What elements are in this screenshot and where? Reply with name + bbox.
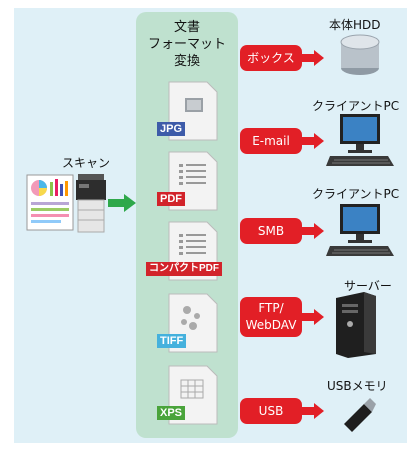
pdf-document: PDF <box>157 150 223 212</box>
title-line: 文書 <box>173 20 200 35</box>
arrow-to-client-pc-1 <box>302 133 324 149</box>
scan-label: スキャン <box>62 156 111 170</box>
compact-pdf-document: コンパクトPDF <box>146 220 223 282</box>
usb-memory-label: USBメモリ <box>327 379 388 393</box>
smb-button: SMB <box>240 218 302 244</box>
format-badge-tiff: TIFF <box>157 334 187 348</box>
box-button: ボックス <box>240 45 302 71</box>
arrow-to-hdd <box>302 50 324 66</box>
arrow-to-client-pc-2 <box>302 223 324 239</box>
hdd-icon <box>340 34 380 75</box>
hdd-label: 本体HDD <box>329 18 381 32</box>
email-button: E-mail <box>240 128 302 154</box>
title-line: 変換 <box>173 54 200 69</box>
jpg-document: JPG <box>157 80 223 142</box>
format-badge-jpg: JPG <box>157 122 186 136</box>
server-tower-icon <box>336 292 376 358</box>
format-badge-compact-pdf: コンパクトPDF <box>146 262 222 276</box>
tiff-document: TIFF <box>157 292 223 354</box>
format-conversion-title: 文書 フォーマット 変換 <box>138 19 236 70</box>
server-label: サーバー <box>344 279 392 293</box>
scanned-page-icon <box>26 174 74 231</box>
arrow-to-usb <box>302 403 324 419</box>
desktop-pc-icon <box>326 114 394 166</box>
button-line: FTP/ <box>258 301 284 315</box>
format-badge-pdf: PDF <box>157 192 185 206</box>
client-pc-label-2: クライアントPC <box>312 187 400 201</box>
scan-to-convert-arrow <box>108 194 136 212</box>
mfp-printer-icon <box>76 174 106 233</box>
client-pc-label-1: クライアントPC <box>312 99 400 113</box>
format-badge-xps: XPS <box>157 406 186 420</box>
usb-memory-icon <box>344 398 376 432</box>
usb-button: USB <box>240 398 302 424</box>
desktop-pc-icon <box>326 204 394 256</box>
button-line: WebDAV <box>245 318 297 332</box>
ftp-webdav-button: FTP/ WebDAV <box>240 297 302 337</box>
title-line: フォーマット <box>147 37 226 52</box>
arrow-to-server <box>302 309 324 325</box>
xps-document: XPS <box>157 364 223 426</box>
